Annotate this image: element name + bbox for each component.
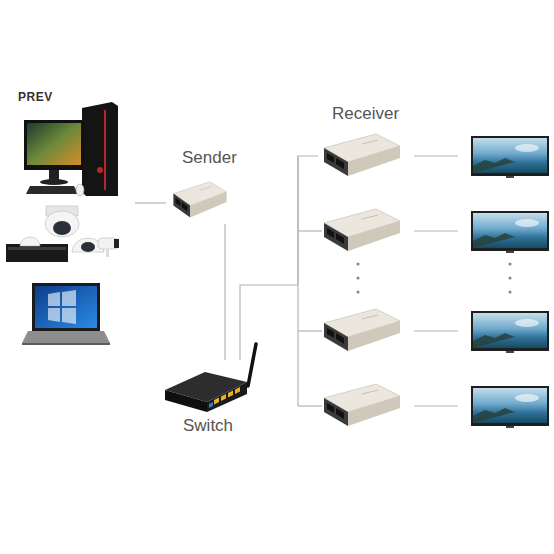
monitor-base [40, 179, 68, 185]
laptop [22, 283, 110, 345]
dot [356, 262, 359, 265]
dot [508, 290, 511, 293]
source-wire [135, 202, 166, 203]
receiver-device [324, 309, 400, 351]
camera-mount [106, 249, 109, 257]
dome-lens [53, 221, 71, 235]
window-pane [62, 290, 76, 306]
dot [356, 276, 359, 279]
laptop-screen [35, 286, 97, 328]
switch-box: Switch [160, 360, 260, 436]
hdmi-wire [414, 155, 458, 156]
node-label: Sender [182, 148, 237, 168]
bus-wire [297, 156, 298, 406]
router-port [209, 402, 213, 408]
hdmi-wire [414, 330, 458, 331]
router-port [235, 387, 240, 394]
sender-device [173, 182, 226, 218]
dvr-strip [8, 247, 66, 250]
ellipsis-dots [356, 262, 511, 293]
pc-button [97, 167, 103, 173]
sender-device [172, 180, 228, 221]
laptop-edge [22, 343, 110, 345]
branch-wire [298, 405, 322, 406]
dot [508, 262, 511, 265]
dot [356, 290, 359, 293]
dot [508, 276, 511, 279]
dome-lens [81, 242, 95, 252]
router-port [221, 394, 226, 401]
hdmi-wire [414, 230, 458, 231]
router-front [165, 390, 207, 412]
node-label: Receiver [332, 104, 399, 124]
monitor-stand [49, 170, 59, 180]
router-device [160, 360, 260, 416]
receiver-device [324, 209, 400, 251]
branch-wire [298, 230, 322, 231]
sender-box: Sender [168, 146, 232, 224]
desktop-computer [24, 102, 118, 196]
bullet-lens [114, 239, 119, 248]
pc-tower [82, 102, 118, 196]
tv-screen [471, 311, 549, 353]
router-side [207, 382, 247, 412]
laptop-lid [32, 283, 100, 331]
mini-dome [20, 237, 40, 246]
dvr-box [6, 244, 68, 262]
laptop-base [22, 331, 110, 343]
mouse [76, 184, 84, 196]
window-pane [48, 292, 60, 306]
bullet-camera [98, 238, 118, 249]
monitor-screen [27, 123, 81, 165]
router [165, 344, 256, 412]
tv-screen [471, 211, 549, 253]
pc-accent [104, 110, 106, 190]
network-cable [240, 156, 318, 360]
tv-screen [471, 136, 549, 178]
monitor-frame [24, 120, 84, 170]
router-port [228, 391, 233, 398]
tv-screen [471, 386, 549, 428]
window-pane [48, 308, 60, 322]
receiver-device [324, 134, 400, 176]
router-antenna [248, 344, 256, 386]
keyboard [26, 186, 78, 194]
network-cable [224, 224, 225, 360]
receiver-device [322, 132, 402, 180]
cctv-cameras [6, 206, 119, 262]
hdmi-wire [414, 405, 458, 406]
receiver-device [324, 384, 400, 426]
router-port [214, 398, 219, 405]
speed-dome [45, 211, 79, 237]
nav-label: PREV [18, 90, 53, 104]
window-pane [62, 308, 76, 324]
node-label: Switch [183, 416, 233, 436]
distribution-wires [298, 156, 458, 406]
receiver-box: Receiver [318, 102, 408, 182]
branch-wire [298, 330, 322, 331]
